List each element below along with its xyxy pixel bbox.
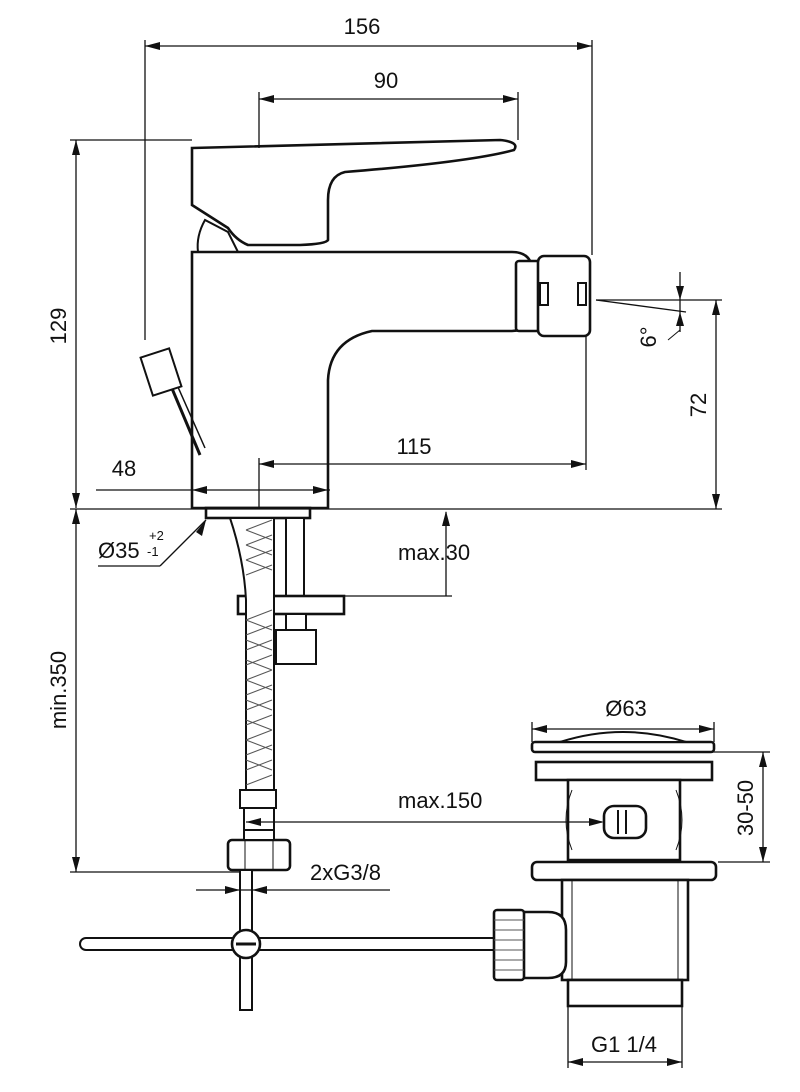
dimension-labels: 156 90 129 72 6° 115 48 Ø35 +2 -1 max.30… (46, 14, 758, 1057)
mixer-body-shape (190, 250, 534, 510)
dim-waste-range: 30-50 (733, 780, 758, 836)
flexible-hose (228, 517, 275, 791)
dim-lever-width: 90 (374, 68, 398, 93)
dim-offset: 48 (112, 456, 136, 481)
dim-height: 129 (46, 308, 71, 345)
mixer-body (79, 138, 592, 1011)
pull-rod (79, 937, 501, 951)
dim-hole-diameter: Ø35 (98, 538, 140, 563)
hose-braid (245, 519, 273, 786)
waste-plug-cap (530, 740, 716, 754)
spout-nozzle (536, 254, 592, 338)
waste-flange (534, 760, 714, 782)
dim-rod-length: max.150 (398, 788, 482, 813)
dim-hole-tolerance-lower: -1 (147, 544, 159, 559)
waste-assembly (492, 731, 718, 1008)
dim-waste-thread: G1 1/4 (591, 1032, 657, 1057)
dim-connection: 2xG3/8 (310, 860, 381, 885)
lever-handle (190, 138, 517, 247)
threaded-stud (285, 517, 305, 597)
dim-deck-thickness: max.30 (398, 540, 470, 565)
dim-spout-reach: 115 (396, 434, 431, 459)
fixing-nut (275, 629, 317, 665)
dim-angle: 6° (636, 326, 661, 347)
waste-lower-flange (530, 860, 718, 882)
dim-overall-width: 156 (344, 14, 381, 39)
hose-nut (226, 838, 292, 872)
dim-spout-height: 72 (686, 393, 711, 417)
dim-hose-length: min.350 (46, 651, 71, 729)
pop-up-knob (139, 347, 183, 397)
hose-ferrule (239, 789, 277, 809)
dimension-lines (70, 40, 770, 1068)
waste-branch-nut (492, 908, 526, 982)
waste-thread-tail (566, 978, 684, 1008)
dim-waste-diameter: Ø63 (605, 696, 647, 721)
waste-branch (518, 910, 568, 980)
dim-hole-tolerance-upper: +2 (149, 528, 164, 543)
nozzle-slot-left (539, 282, 549, 306)
nozzle-slot-right (577, 282, 587, 306)
waste-lower-body (560, 878, 690, 982)
